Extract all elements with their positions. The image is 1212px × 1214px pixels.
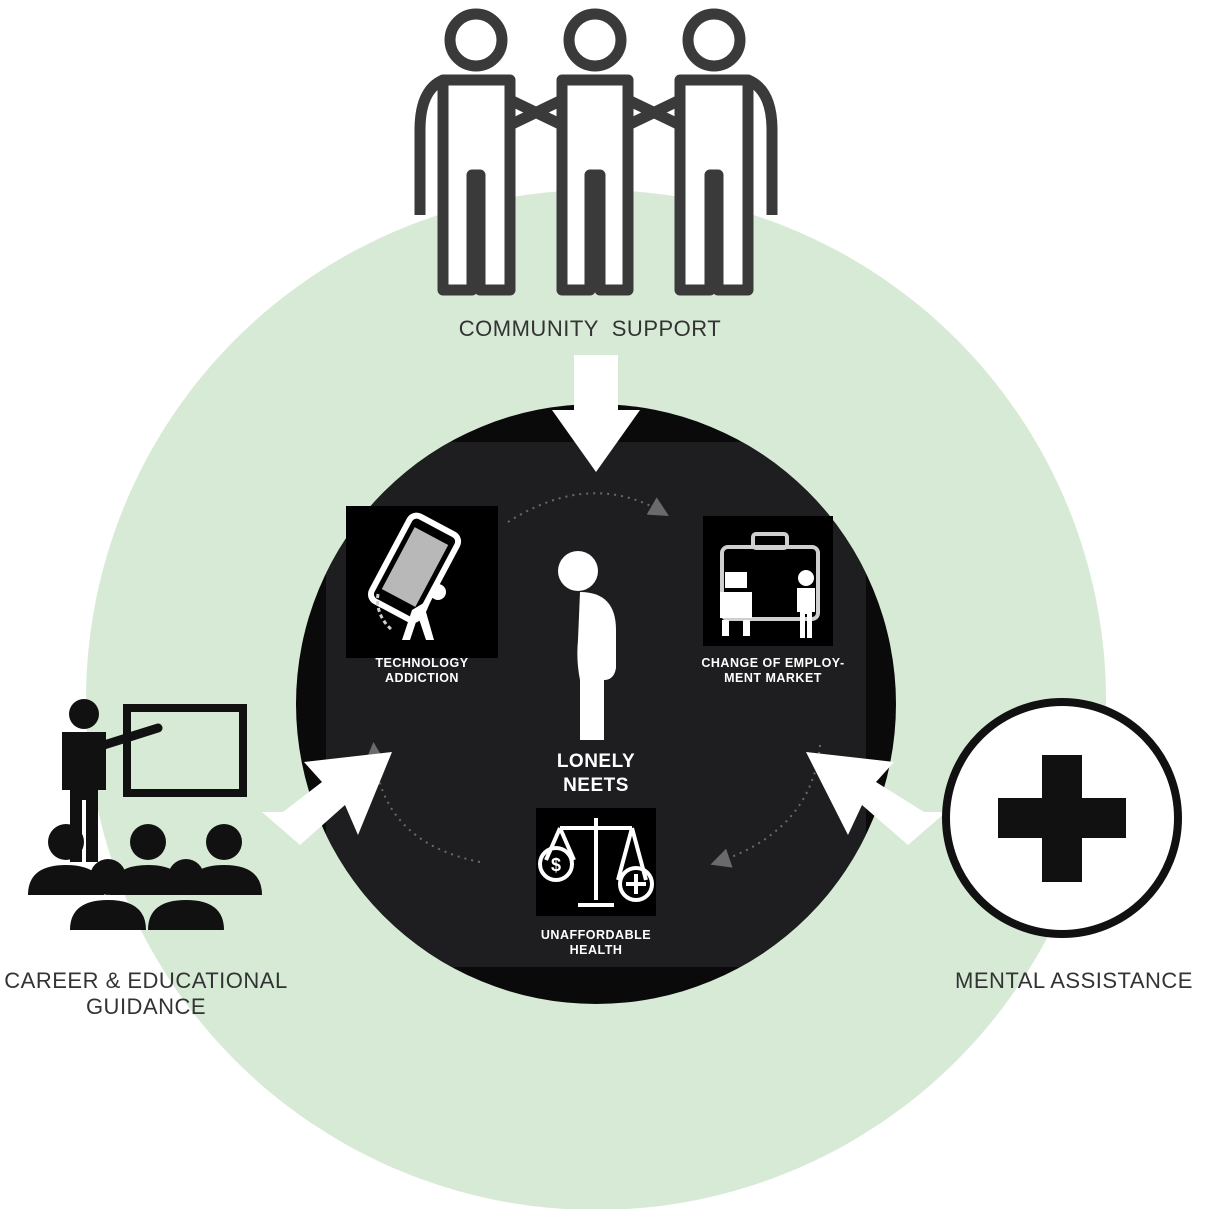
lonely-neets-line2: NEETS [563,775,629,796]
support-arrows [262,355,946,845]
chained-to-phone-icon [346,506,498,658]
robot-vs-worker-icon [703,516,833,646]
person-right [674,8,778,296]
cycle-arrows [364,492,821,868]
technology-addiction-line1: TECHNOLOGY [375,656,469,670]
robot [720,572,752,636]
lonely-neets-line1: LONELY [556,751,636,772]
cycle-arrow-top [507,492,669,523]
technology-addiction-line2: ADDICTION [385,671,459,685]
employment-market-line1: CHANGE OF EMPLOY- [701,656,845,670]
career-guidance-label-line2: GUIDANCE [85,994,207,1019]
person-middle [556,8,634,296]
employment-market-label: CHANGE OF EMPLOY- MENT MARKET [688,656,858,686]
employment-market-line2: MENT MARKET [724,671,822,685]
career-guidance-label: CAREER & EDUCATIONAL GUIDANCE [0,968,292,1020]
arrow-career [262,752,392,845]
career-guidance-label-line1: CAREER & EDUCATIONAL [4,968,288,993]
lonely-person-icon [558,551,616,740]
person-left [414,8,516,296]
community-support-label: COMMUNITY SUPPORT [458,316,722,341]
mental-assistance-label: MENTAL ASSISTANCE [955,968,1193,993]
dollar-sign: $ [551,855,561,875]
technology-addiction-label: TECHNOLOGY ADDICTION [346,656,498,686]
cycle-arrow-right [710,744,821,868]
lonely-neets-label: LONELY NEETS [536,750,656,798]
unaffordable-health-label: UNAFFORDABLE HEALTH [516,928,676,958]
arrow-community [552,355,640,472]
audience [28,824,262,930]
unaffordable-health-line1: UNAFFORDABLE [540,928,652,942]
linked-arms [507,95,683,130]
three-people-holding-hands-icon [414,8,778,296]
money-health-scale-icon: $ [536,808,656,916]
unaffordable-health-line2: HEALTH [569,943,623,957]
teacher-presentation-icon [28,699,262,930]
arrow-mental [806,752,946,845]
plus-circle-icon [942,698,1182,938]
worker [797,570,815,638]
